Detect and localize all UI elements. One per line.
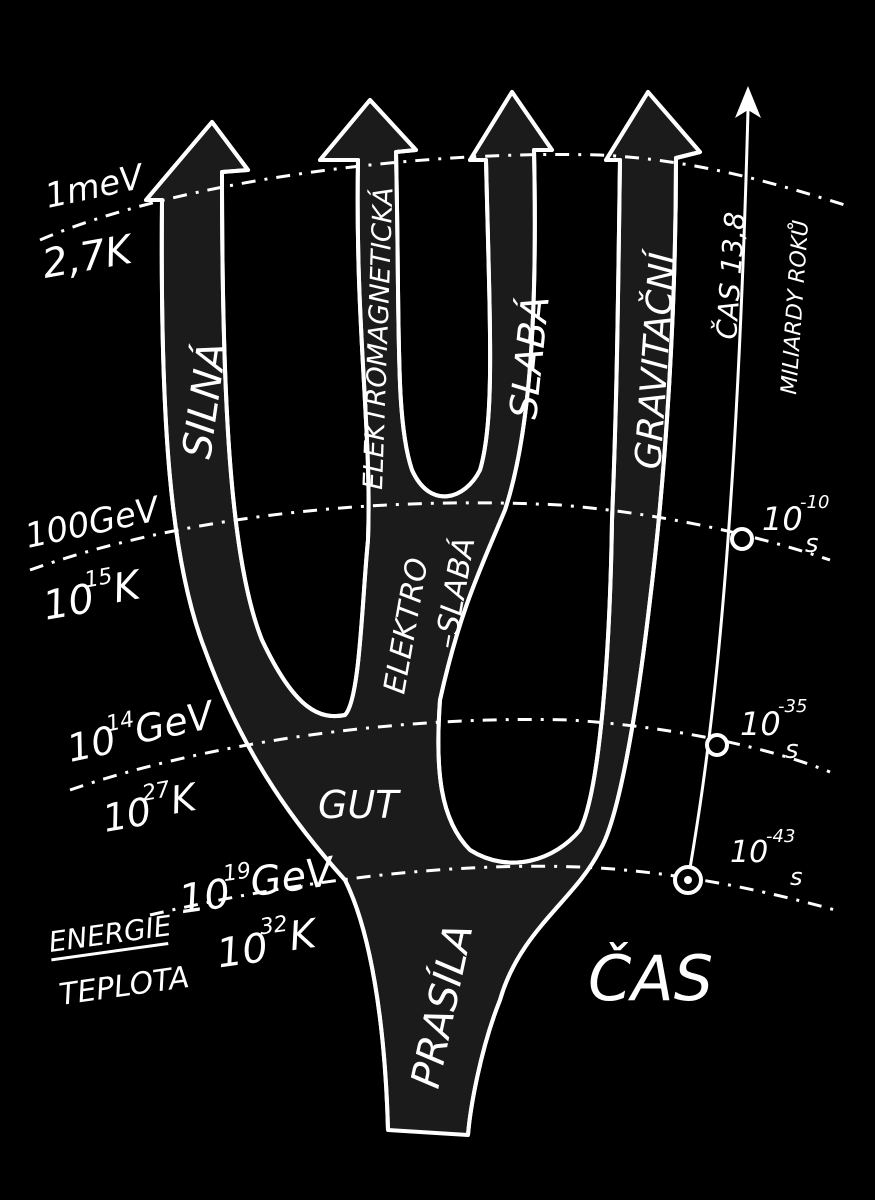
svg-text:s: s [790,863,803,891]
svg-text:32: 32 [258,912,289,941]
time-mark-label-10-43: 10 -43 s [730,826,803,891]
svg-text:27: 27 [140,777,172,806]
energy-1mev: 1meV [42,157,150,217]
svg-text:10: 10 [214,925,271,978]
svg-text:s: s [785,735,799,765]
svg-text:TEPLOTA: TEPLOTA [57,960,191,1013]
svg-text:10: 10 [762,500,803,538]
level-1mev: 1meV 2,7K [39,157,150,288]
time-top-label: ČAS 13,8 [709,211,752,341]
svg-text:K: K [110,562,147,612]
force-tree [144,90,702,1137]
svg-text:10: 10 [176,871,233,924]
time-top-unit: MILIARDY ROKŮ [775,219,814,395]
big-bang-dot [684,876,692,884]
era-line-1mev [39,152,846,242]
era-line-10-14gev [69,717,831,792]
time-title: ČAS [588,942,713,1015]
time-mark-10-10 [730,527,754,551]
svg-text:19: 19 [221,858,252,887]
energy-10-19gev: ENERGIE 10 19 GeV [47,849,339,962]
time-labels: ČAS 13,8 MILIARDY ROKŮ 10 -10 s 10 -35 s… [588,211,829,1015]
temperature-10-27k: 10 27 K [99,775,202,841]
svg-text:14: 14 [104,707,137,737]
era-line-100gev [29,501,831,572]
svg-text:GeV: GeV [247,849,338,906]
svg-text:10: 10 [740,705,781,743]
svg-text:-10: -10 [800,492,829,513]
level-10-14gev: 10 14 GeV 10 27 K [63,692,220,841]
arrowhead-icon [735,86,761,118]
svg-text:-43: -43 [766,826,795,847]
svg-text:10: 10 [63,718,119,771]
tree-outline-stroke [144,90,702,1136]
time-mark-10-35 [705,733,729,757]
temperature-2-7k: 2,7K [39,226,138,287]
label-gut: GUT [318,783,401,827]
svg-text:K: K [167,775,202,823]
era-line-10-19gev [149,864,836,917]
time-axis [673,86,761,895]
era-lines [29,152,846,917]
svg-text:10: 10 [730,835,768,870]
time-mark-label-10-10: 10 -10 s [762,492,829,559]
svg-text:10: 10 [99,789,154,841]
svg-text:15: 15 [83,564,115,593]
energy-100gev: 100GeV [22,489,165,557]
svg-text:10: 10 [40,576,98,630]
level-100gev: 100GeV 10 15 K [22,489,165,630]
energie-underline [51,941,169,962]
svg-text:-35: -35 [778,696,807,717]
time-mark-label-10-35: 10 -35 s [740,696,807,765]
level-10-19gev: ENERGIE 10 19 GeV TEPLOTA 10 32 K [47,849,339,1013]
svg-text:GeV: GeV [131,692,220,752]
svg-text:s: s [805,529,819,559]
temperature-10-15k: 10 15 K [40,562,147,630]
svg-text:K: K [286,911,321,961]
energy-10-14gev: 10 14 GeV [63,692,220,771]
